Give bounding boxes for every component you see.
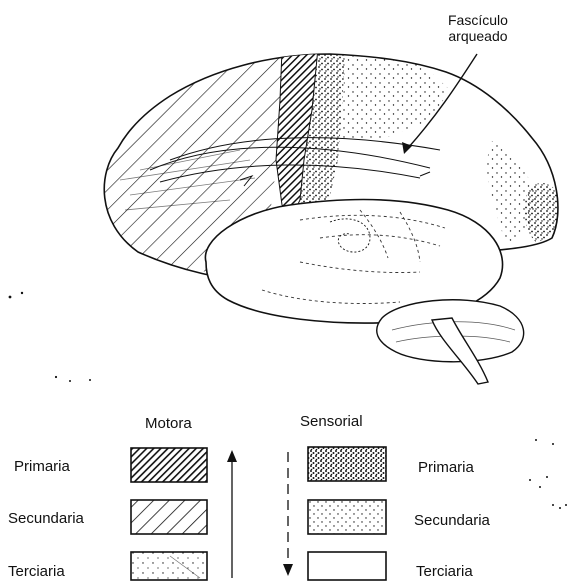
fasciculus-line1: Fascículo bbox=[448, 12, 508, 28]
fasciculus-annotation-label: Fascículo arqueado bbox=[448, 12, 508, 44]
swatch-sensorial-primaria bbox=[308, 447, 386, 481]
swatch-motora-primaria bbox=[131, 448, 207, 482]
swatch-sensorial-secundaria bbox=[308, 500, 386, 534]
brain-lateral-view-drawing bbox=[0, 0, 571, 400]
swatch-motora-secundaria bbox=[131, 500, 207, 534]
swatch-sensorial-terciaria bbox=[308, 552, 386, 580]
fasciculus-line2: arqueado bbox=[448, 28, 508, 44]
legend-swatches bbox=[0, 400, 571, 584]
swatch-motora-terciaria bbox=[131, 552, 207, 580]
